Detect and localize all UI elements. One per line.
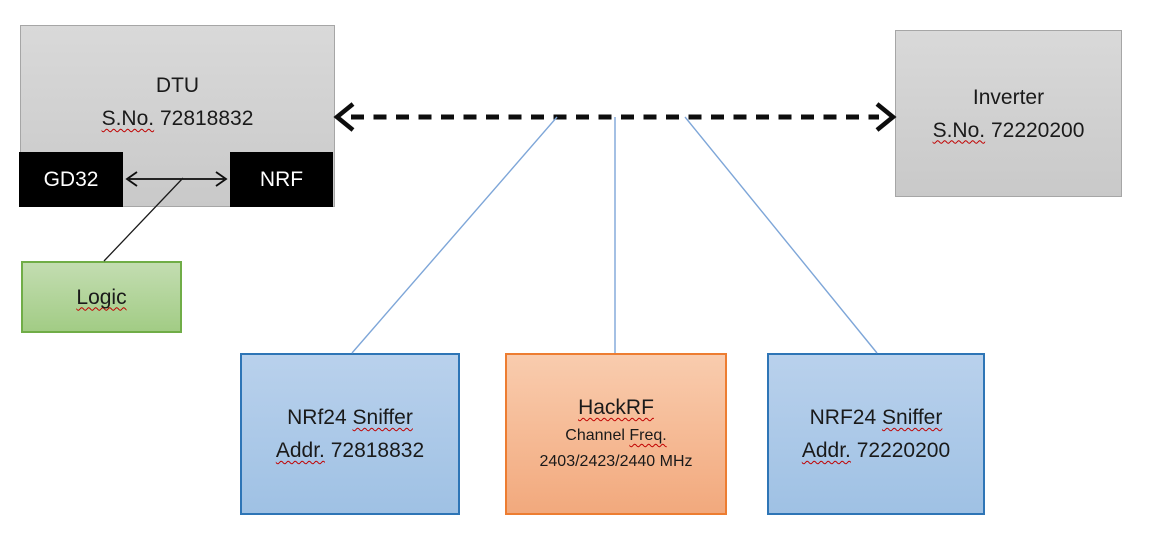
sniffer-left-brand: NRf24 (287, 406, 347, 429)
sniffer-left-link (351, 116, 558, 354)
sniffer-left-type: Sniffer (352, 406, 413, 429)
dtu-title: DTU (155, 74, 200, 97)
hackrf-box: HackRF Channel Freq. 2403/2423/2440 MHz (505, 353, 727, 515)
sniffer-right-addr-line: Addr. 72220200 (769, 434, 983, 467)
hackrf-freq-word: Freq. (629, 427, 667, 444)
dtu-inverter-dashed-link (333, 102, 897, 132)
dtu-serial-number: 72818832 (159, 107, 254, 130)
sniffer-right-type: Sniffer (882, 406, 943, 429)
nrf-label: NRF (259, 168, 304, 191)
nrf-box: NRF (230, 152, 333, 207)
inverter-box: Inverter S.No. 72220200 (895, 30, 1122, 197)
arrowhead-right-icon (875, 102, 897, 132)
inverter-serial-label: S.No. (932, 118, 986, 142)
sniffer-left-addr-label: Addr. (275, 439, 325, 462)
sniffer-left-addr-line: Addr. 72818832 (242, 434, 458, 467)
gd32-box: GD32 (19, 152, 123, 207)
sniffer-left-addr-value: 72818832 (330, 439, 425, 462)
sniffer-right-link (684, 116, 878, 354)
arrowhead-left-icon (333, 102, 355, 132)
sniffer-right-title: NRF24 Sniffer (769, 401, 983, 434)
hackrf-title: HackRF (578, 396, 654, 419)
inverter-serial-line: S.No. 72220200 (896, 114, 1121, 147)
dtu-serial-label: S.No. (101, 107, 155, 130)
hackrf-channel-line: Channel Freq. (507, 423, 725, 449)
hackrf-channel-word: Channel (565, 427, 625, 444)
sniffer-left-box: NRf24 Sniffer Addr. 72818832 (240, 353, 460, 515)
dtu-serial-line: S.No. 72818832 (21, 102, 334, 135)
sniffer-right-box: NRF24 Sniffer Addr. 72220200 (767, 353, 985, 515)
logic-label: Logic (76, 285, 127, 309)
sniffer-right-addr-label: Addr. (801, 439, 851, 462)
sniffer-right-brand: NRF24 (809, 406, 877, 429)
sniffer-right-addr-value: 72220200 (856, 439, 951, 462)
sniffer-left-title: NRf24 Sniffer (242, 401, 458, 434)
logic-box: Logic (21, 261, 182, 333)
gd32-label: GD32 (43, 168, 99, 191)
inverter-title: Inverter (972, 85, 1045, 109)
inverter-serial-number: 72220200 (990, 118, 1085, 142)
hackrf-frequencies: 2403/2423/2440 MHz (539, 453, 693, 470)
